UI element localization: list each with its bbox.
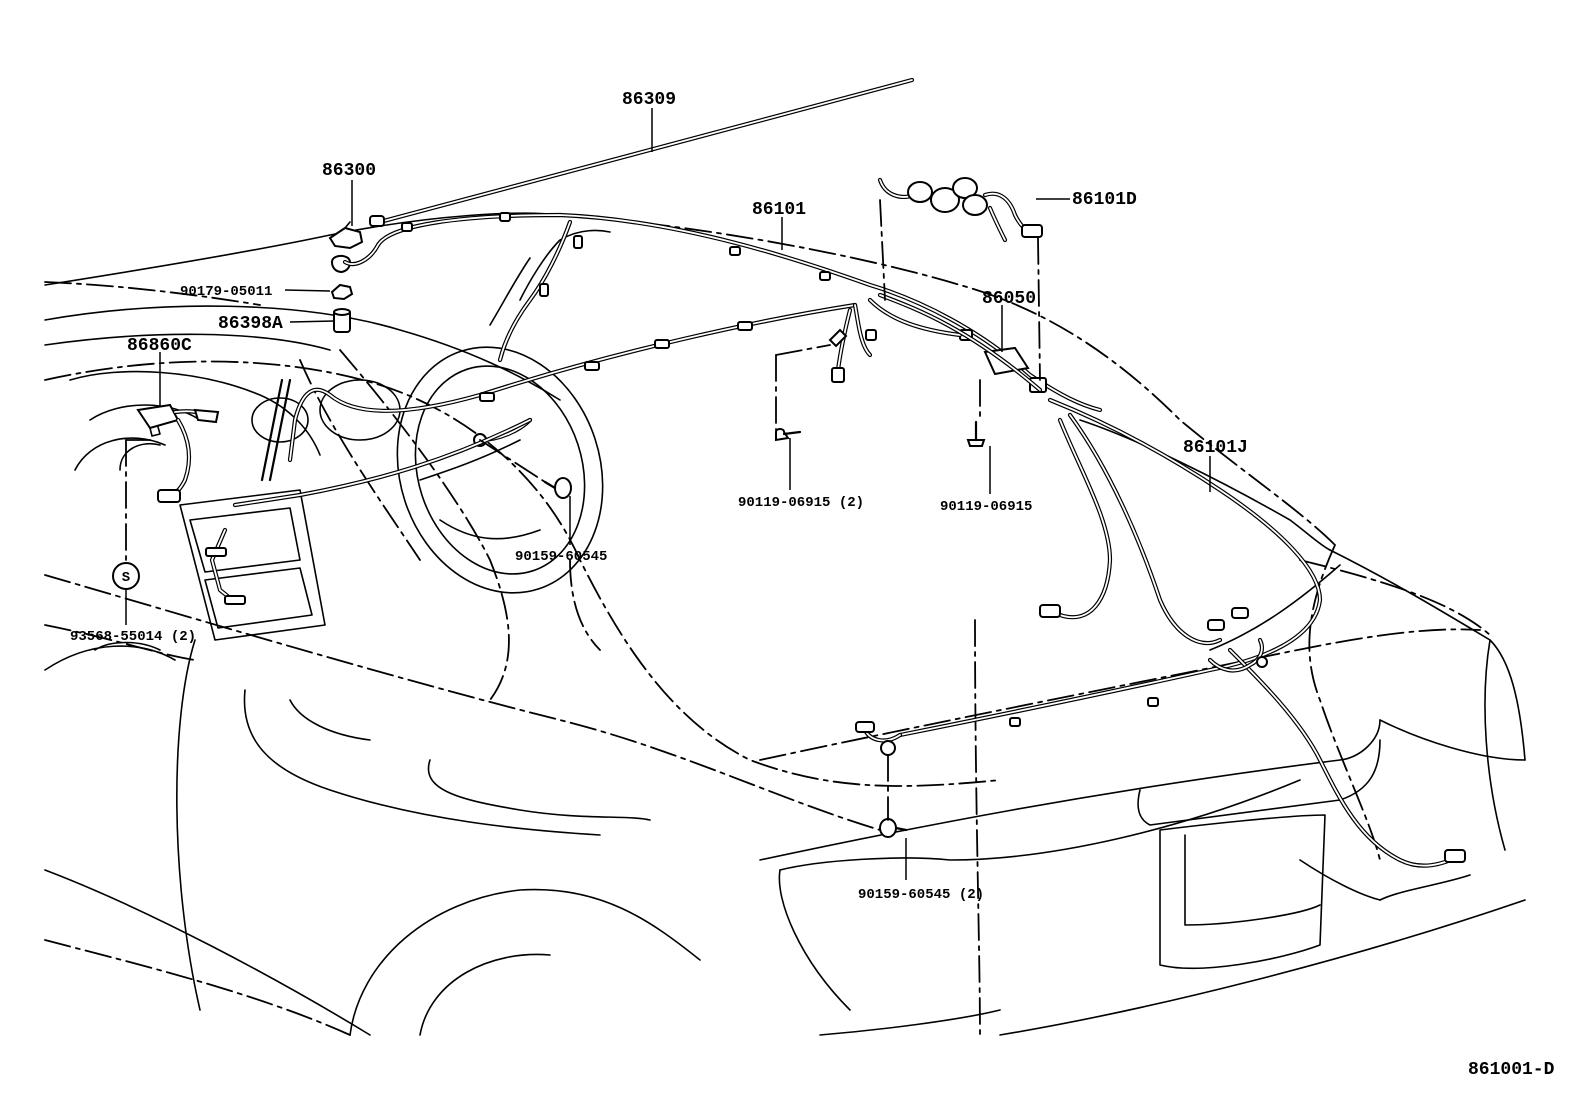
bolt-90119-b <box>966 420 986 447</box>
antenna-rod <box>369 77 915 227</box>
leader-lines <box>125 108 1211 880</box>
label-86101d: 86101D <box>1072 190 1137 210</box>
figure-code: 861001-D <box>1468 1060 1555 1080</box>
cord-86860c <box>136 403 220 503</box>
label-93568-55014-2: 93568-55014 (2) <box>70 629 196 645</box>
label-86101: 86101 <box>752 200 806 220</box>
label-90119-06915-2: 90119-06915 (2) <box>738 495 864 511</box>
label-86101j: 86101J <box>1183 438 1248 458</box>
label-86050: 86050 <box>982 289 1036 309</box>
spacer-86398a <box>333 308 351 333</box>
bolt-90119-a <box>775 428 802 442</box>
label-86398a: 86398A <box>218 314 283 334</box>
cord-86101d <box>877 177 1043 243</box>
antenna-base <box>328 221 364 250</box>
label-90159-60545: 90159-60545 <box>515 549 607 565</box>
special-tool-symbol: S <box>112 562 140 590</box>
label-86300: 86300 <box>322 161 376 181</box>
label-90179-05011: 90179-05011 <box>180 284 272 300</box>
label-86860c: 86860C <box>127 336 192 356</box>
nut-90179 <box>330 283 354 301</box>
cord-86101j <box>828 292 1466 868</box>
cord-86101 <box>342 212 1103 413</box>
cord-dash-run <box>205 219 858 605</box>
callout-labels: 86309 86300 90179-05011 86398A 86860C 86… <box>70 90 1555 1080</box>
symbol-s-text: S <box>122 570 130 586</box>
label-90119-06915: 90119-06915 <box>940 499 1032 515</box>
label-86309: 86309 <box>622 90 676 110</box>
label-90159-60545-2: 90159-60545 (2) <box>858 887 984 903</box>
screw-90159-b <box>879 818 908 838</box>
car-body-outline <box>44 212 1526 1036</box>
screw-90159-a <box>543 477 572 499</box>
